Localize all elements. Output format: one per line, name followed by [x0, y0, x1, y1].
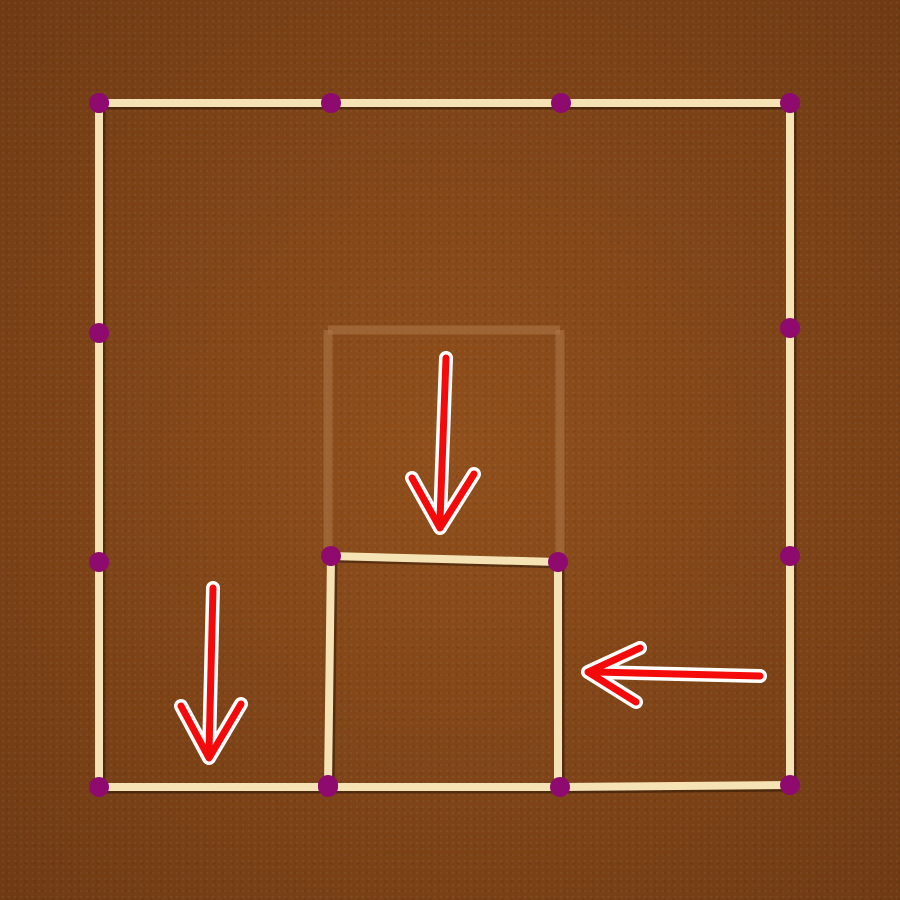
- match-head: [89, 93, 109, 113]
- matchstick-body: [324, 555, 335, 786]
- ghost-matches: [323, 325, 565, 556]
- match-head: [780, 775, 800, 795]
- match-head: [318, 775, 338, 795]
- arrow-head: [177, 700, 245, 762]
- matchstick: [786, 556, 797, 787]
- matchstick: [95, 562, 106, 789]
- matchstick: [559, 781, 793, 794]
- arrows: [174, 351, 767, 765]
- matchstick: [331, 99, 563, 110]
- match-head: [89, 323, 109, 343]
- arrow-head: [408, 470, 478, 532]
- matchstick: [99, 99, 333, 110]
- match-head: [551, 93, 571, 113]
- matchsticks: [95, 99, 797, 794]
- match-head: [780, 93, 800, 113]
- arrow-down-left: [174, 581, 248, 765]
- match-head: [89, 552, 109, 572]
- matchstick-body: [330, 552, 559, 566]
- match-head: [780, 318, 800, 338]
- match-head: [780, 546, 800, 566]
- matchstick: [554, 562, 565, 789]
- matchstick-body: [559, 781, 791, 791]
- matchstick: [95, 333, 106, 564]
- match-head: [321, 93, 341, 113]
- matchstick: [330, 552, 561, 569]
- match-head: [548, 552, 568, 572]
- matchstick: [561, 99, 792, 110]
- arrow-head: [584, 644, 644, 706]
- matchstick: [324, 555, 338, 788]
- match-head: [89, 777, 109, 797]
- matchstick: [786, 103, 797, 330]
- matchstick: [99, 783, 330, 794]
- arrow-down-center: [405, 351, 481, 535]
- arrow-shaft: [592, 668, 764, 680]
- match-head: [321, 546, 341, 566]
- matchstick: [786, 328, 797, 558]
- arrow-shaft: [205, 584, 217, 756]
- match-heads: [89, 93, 800, 797]
- matchstick: [95, 103, 106, 335]
- match-head: [550, 777, 570, 797]
- matchstick: [328, 783, 562, 794]
- arrow-shaft: [436, 354, 450, 524]
- arrow-left: [581, 641, 767, 709]
